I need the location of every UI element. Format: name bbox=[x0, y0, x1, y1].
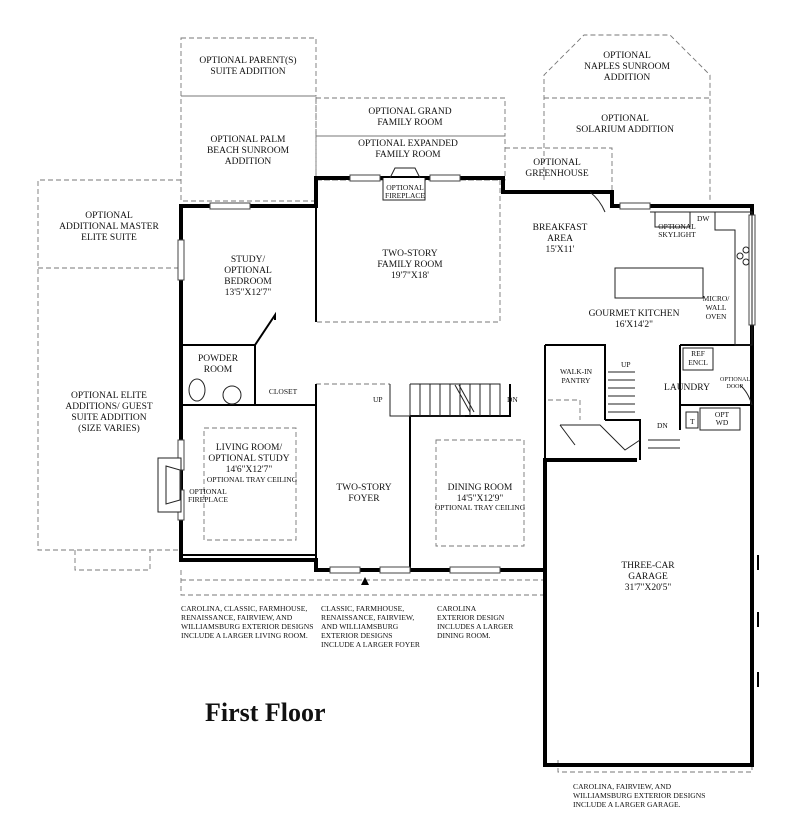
pantry-stairs bbox=[559, 371, 680, 451]
fixtures bbox=[157, 167, 759, 702]
dining-tray-label: OPTIONAL TRAY CEILING bbox=[435, 503, 526, 512]
foyer-stairs bbox=[389, 383, 501, 417]
floor-title: First Floor bbox=[205, 698, 326, 727]
laundry-label: LAUNDRY bbox=[664, 383, 710, 393]
closet-label: CLOSET bbox=[269, 387, 298, 396]
living-tray-label: OPTIONAL TRAY CEILING bbox=[207, 475, 298, 484]
parent-suite-label: OPTIONAL PARENT(S)SUITE ADDITION bbox=[199, 55, 296, 77]
dn-stair-label: DN bbox=[507, 395, 518, 404]
room-labels: OPTIONAL PARENT(S)SUITE ADDITION OPTIONA… bbox=[59, 51, 710, 593]
dw-label: DW bbox=[697, 214, 710, 223]
up-stair-label: UP bbox=[373, 395, 383, 404]
living-room-note: CAROLINA, CLASSIC, FARMHOUSE,RENAISSANCE… bbox=[181, 604, 313, 640]
dn-garage-label: DN bbox=[657, 421, 668, 430]
foyer-note: CLASSIC, FARMHOUSE,RENAISSANCE, FAIRVIEW… bbox=[321, 604, 421, 649]
interior-walls bbox=[181, 206, 752, 570]
exterior-notes: CAROLINA, CLASSIC, FARMHOUSE,RENAISSANCE… bbox=[181, 604, 705, 809]
t-label: T bbox=[690, 417, 695, 426]
up-pantry-label: UP bbox=[621, 360, 631, 369]
